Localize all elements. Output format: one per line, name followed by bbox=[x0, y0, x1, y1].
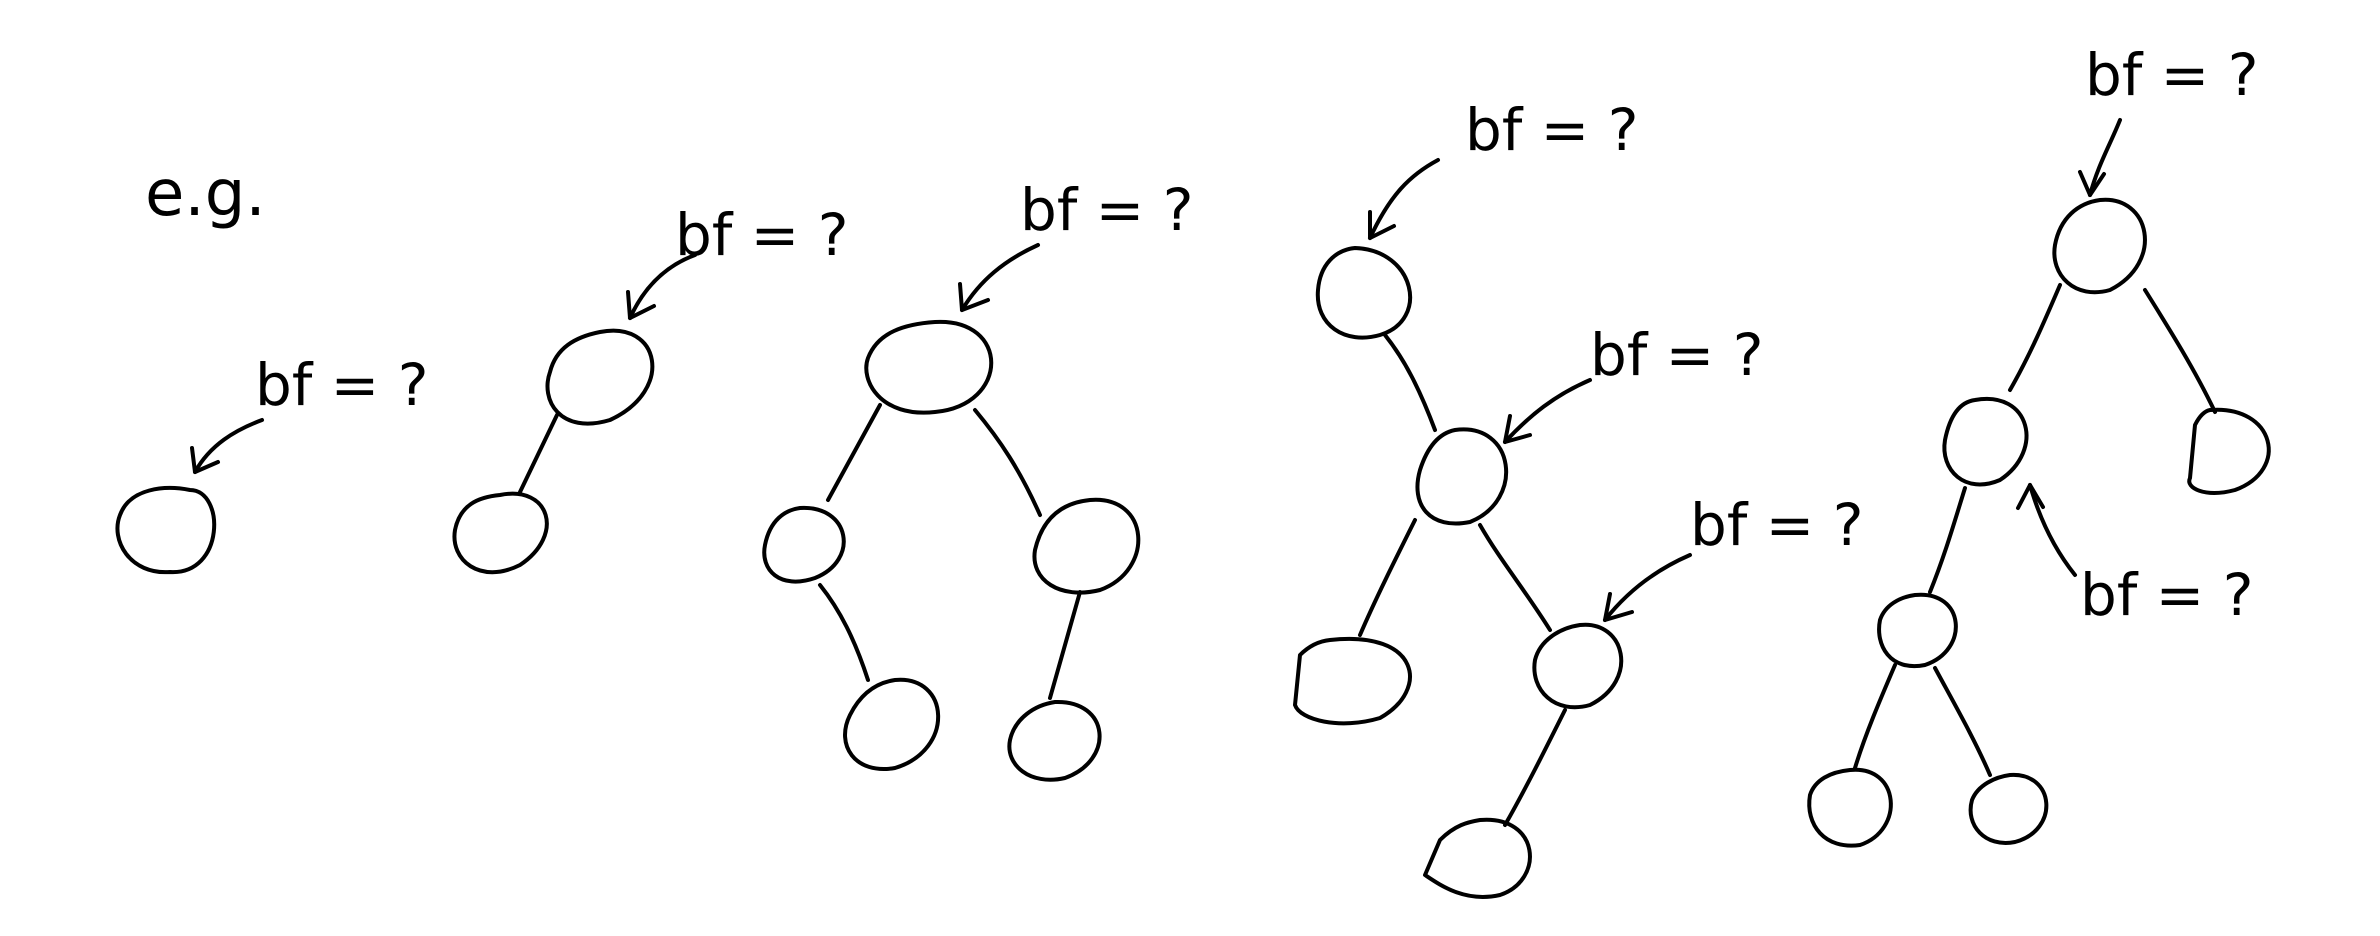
tree-1-bf-arrow bbox=[193, 418, 264, 474]
tree-5-bf-arrowhead-left bbox=[2016, 483, 2045, 510]
tree-1-bf-label: bf = ? bbox=[255, 351, 429, 419]
tree-4-bf-arrowhead-root bbox=[1368, 210, 1396, 240]
tree-4-edge-root-level2 bbox=[1383, 333, 1437, 432]
tree-5-node-root bbox=[2052, 197, 2147, 295]
tree-5-node-left-left-left bbox=[1807, 767, 1893, 848]
tree-5-bf-label-left: bf = ? bbox=[2080, 561, 2254, 629]
tree-1: bf = ? bbox=[115, 351, 429, 575]
tree-3-node-left-right bbox=[843, 677, 941, 772]
tree-1-bf-arrowhead bbox=[190, 446, 220, 474]
tree-4-bf-arrow-level3 bbox=[1603, 553, 1692, 622]
tree-3-node-right bbox=[1032, 497, 1141, 595]
tree-3-bf-arrow bbox=[960, 243, 1040, 312]
tree-2-bf-arrowhead bbox=[626, 290, 656, 320]
tree-5-node-left bbox=[1942, 396, 2029, 487]
tree-3-bf-label: bf = ? bbox=[1020, 176, 1194, 244]
tree-4-bf-label-root: bf = ? bbox=[1465, 96, 1639, 164]
tree-5-edge-left-leftleft bbox=[1928, 486, 1967, 594]
tree-4-bf-arrow-level2 bbox=[1503, 378, 1592, 444]
tree-3-edge-root-left bbox=[826, 403, 882, 502]
tree-3-node-left bbox=[762, 505, 846, 584]
tree-2-bf-arrow bbox=[628, 253, 697, 320]
tree-2-bf-label: bf = ? bbox=[675, 201, 849, 269]
tree-3-node-root bbox=[864, 319, 994, 415]
tree-5-edge-root-left bbox=[2008, 283, 2062, 392]
tree-3-node-right-left bbox=[1007, 699, 1102, 782]
tree-4-edge-level2-left bbox=[1358, 518, 1417, 637]
tree-5-bf-arrow-root bbox=[2088, 118, 2122, 197]
tree-4-bf-arrowhead-level2 bbox=[1503, 414, 1532, 444]
tree-2-edge-root-left bbox=[518, 413, 559, 494]
tree-5-edge-leftleft-left bbox=[1853, 663, 1897, 770]
tree-4-node-level2 bbox=[1415, 427, 1509, 526]
tree-3-edge-right-child bbox=[1048, 590, 1082, 700]
tree-2-node-root bbox=[545, 328, 655, 426]
tree-5-bf-arrowhead-root bbox=[2078, 170, 2106, 197]
tree-4-bf-label-level3: bf = ? bbox=[1690, 491, 1864, 559]
tree-3: bf = ? bbox=[762, 176, 1194, 782]
tree-5-node-right bbox=[2187, 407, 2271, 495]
tree-3-bf-arrowhead bbox=[958, 282, 990, 312]
tree-4-edge-level2-level3 bbox=[1478, 523, 1552, 632]
tree-4: bf = ? bf = ? bf = ? bbox=[1293, 96, 1864, 899]
tree-4-bf-label-level2: bf = ? bbox=[1590, 321, 1764, 389]
tree-4-node-level4 bbox=[1423, 817, 1532, 899]
tree-4-node-level2-left bbox=[1293, 636, 1412, 726]
tree-3-edge-root-right bbox=[973, 408, 1042, 517]
tree-5-node-left-left-right bbox=[1968, 772, 2049, 845]
tree-3-edge-left-child bbox=[818, 583, 870, 682]
tree-2-node-left bbox=[452, 491, 549, 575]
tree-2: bf = ? bbox=[452, 201, 849, 575]
tree-5-edge-root-right bbox=[2143, 288, 2217, 414]
tree-5-bf-arrow-left bbox=[2028, 483, 2077, 577]
tree-1-node-root bbox=[115, 486, 217, 575]
tree-4-bf-arrowhead-level3 bbox=[1603, 592, 1634, 622]
tree-5-bf-label-root: bf = ? bbox=[2085, 41, 2259, 109]
intro-label: e.g. bbox=[145, 157, 266, 231]
tree-4-edge-level3-level4 bbox=[1503, 708, 1567, 827]
tree-5-node-left-left bbox=[1877, 592, 1958, 669]
tree-4-node-level3 bbox=[1532, 622, 1624, 710]
tree-5-edge-leftleft-right bbox=[1933, 666, 1992, 777]
tree-4-node-root bbox=[1315, 246, 1413, 340]
tree-5: bf = ? bf = ? bbox=[1807, 41, 2271, 848]
tree-4-bf-arrow-root bbox=[1368, 158, 1440, 240]
